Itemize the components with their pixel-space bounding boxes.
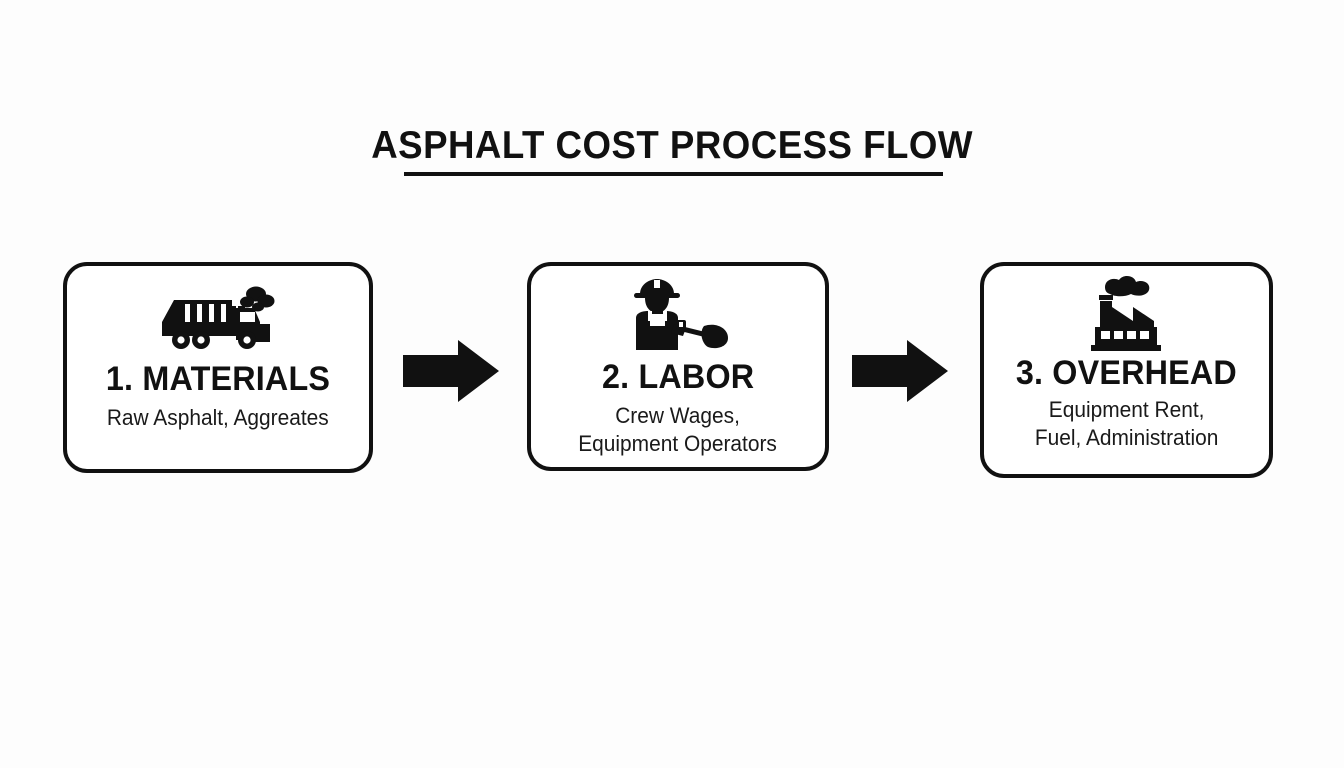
process-step-overhead[interactable]: 3. OVERHEAD Equipment Rent, Fuel, Admini… — [980, 262, 1273, 478]
diagram-title: ASPHALT COST PROCESS FLOW — [0, 124, 1344, 168]
right-arrow-icon — [852, 340, 948, 402]
page-title: ASPHALT COST PROCESS FLOW — [371, 124, 973, 167]
step-subtitle-labor: Crew Wages, Equipment Operators — [578, 403, 778, 456]
process-step-materials[interactable]: 1. MATERIALS Raw Asphalt, Aggreates — [63, 262, 373, 473]
construction-worker-shovel-icon — [624, 276, 732, 354]
step-subtitle-overhead: Equipment Rent, Fuel, Administration — [1034, 397, 1219, 450]
dump-truck-icon — [152, 278, 284, 356]
step-title-overhead: 3. OVERHEAD — [1015, 354, 1238, 392]
step-title-labor: 2. LABOR — [601, 358, 755, 396]
right-arrow-icon — [403, 340, 499, 402]
process-step-labor[interactable]: 2. LABOR Crew Wages, Equipment Operators — [527, 262, 829, 471]
step-title-materials: 1. MATERIALS — [105, 360, 331, 398]
step-subtitle-materials: Raw Asphalt, Aggreates — [107, 405, 329, 430]
factory-icon — [1081, 274, 1173, 352]
title-underline — [404, 172, 943, 176]
